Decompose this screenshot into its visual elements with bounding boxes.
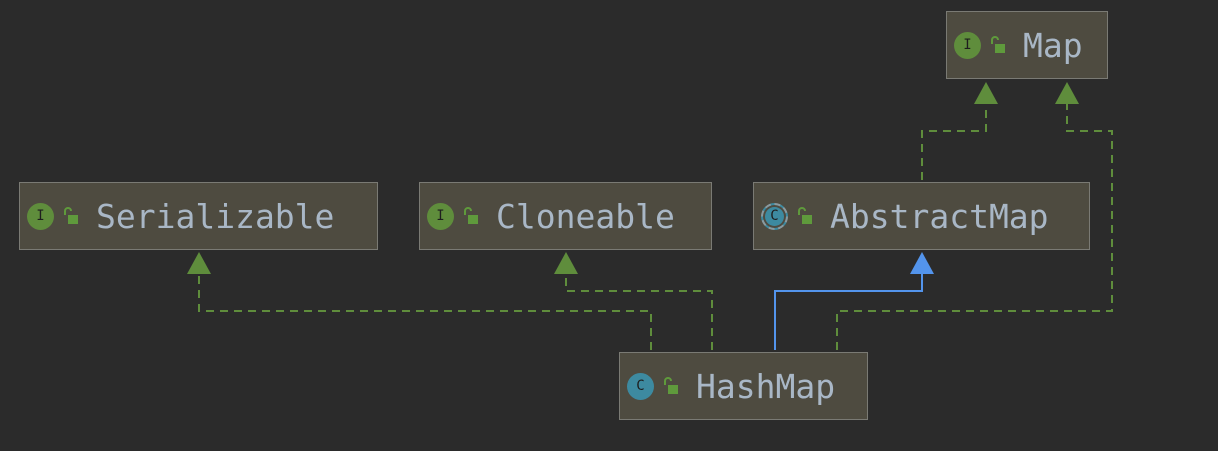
interface-icon: I — [954, 31, 981, 59]
class-node-cloneable[interactable]: I Cloneable — [419, 182, 712, 250]
public-unlock-icon — [798, 207, 812, 224]
arrowhead-map-right — [1055, 82, 1079, 104]
public-unlock-icon — [664, 377, 678, 394]
arrowhead-cloneable — [554, 252, 578, 274]
class-name-label: HashMap — [696, 366, 836, 406]
class-name-label: AbstractMap — [830, 196, 1049, 236]
edge-hashmap-implements-map — [836, 104, 1113, 350]
edge-abstractmap-implements-map — [921, 104, 987, 180]
edge-hashmap-extends-abstractmap — [774, 274, 923, 350]
class-node-serializable[interactable]: I Serializable — [19, 182, 378, 250]
arrowhead-serializable — [187, 252, 211, 274]
class-name-label: Map — [1023, 25, 1083, 65]
interface-icon: I — [427, 202, 454, 230]
class-name-label: Cloneable — [496, 196, 675, 236]
arrowhead-map-left — [974, 82, 998, 104]
interface-icon: I — [27, 202, 54, 230]
edge-hashmap-implements-cloneable — [565, 272, 713, 350]
class-node-abstractmap[interactable]: C AbstractMap — [753, 182, 1090, 250]
class-node-hashmap[interactable]: C HashMap — [619, 352, 868, 420]
arrowhead-abstractmap — [910, 252, 934, 274]
edge-hashmap-implements-serializable — [198, 272, 652, 350]
public-unlock-icon — [991, 36, 1005, 53]
abstract-class-icon: C — [761, 202, 788, 230]
class-icon: C — [627, 372, 654, 400]
class-node-map[interactable]: I Map — [946, 11, 1108, 79]
public-unlock-icon — [464, 207, 478, 224]
class-name-label: Serializable — [96, 196, 335, 236]
public-unlock-icon — [64, 207, 78, 224]
